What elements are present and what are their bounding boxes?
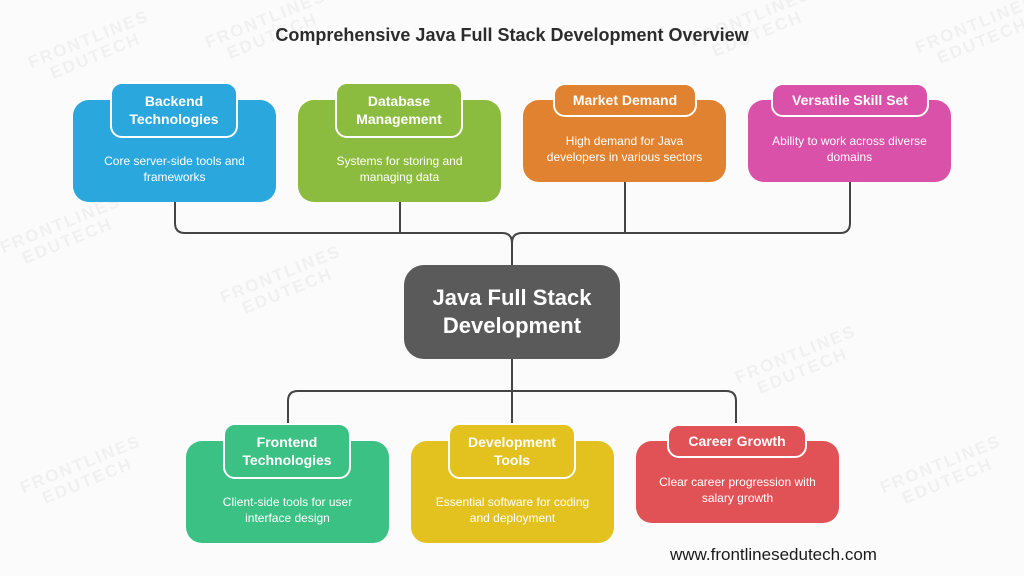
backend-description: Core server-side tools and frameworks	[104, 154, 245, 184]
career-description: Clear career progression with salary gro…	[659, 475, 816, 505]
market-description: High demand for Java developers in vario…	[546, 134, 703, 164]
website-url[interactable]: www.frontlinesedutech.com	[670, 545, 877, 564]
database-title: Database Management	[335, 82, 463, 138]
frontend-title: Frontend Technologies	[223, 423, 351, 479]
frontend-card: Client-side tools for user interface des…	[186, 441, 389, 543]
center-node: Java Full Stack Development	[404, 265, 620, 359]
database-description: Systems for storing and managing data	[336, 154, 463, 184]
devtools-description: Essential software for coding and deploy…	[435, 495, 590, 525]
connector-versatile	[511, 180, 851, 244]
connector-backend	[174, 200, 513, 265]
devtools-title: Development Tools	[448, 423, 576, 479]
backend-title: Backend Technologies	[110, 82, 238, 138]
career-title: Career Growth	[667, 424, 807, 458]
versatile-title: Versatile Skill Set	[771, 83, 929, 117]
versatile-description: Ability to work across diverse domains	[772, 134, 927, 164]
connector-frontend	[287, 359, 513, 423]
diagram-title: Comprehensive Java Full Stack Developmen…	[275, 25, 749, 45]
connector-career	[512, 390, 737, 423]
market-title: Market Demand	[553, 83, 697, 117]
frontend-description: Client-side tools for user interface des…	[222, 495, 353, 525]
devtools-card: Essential software for coding and deploy…	[411, 441, 614, 543]
